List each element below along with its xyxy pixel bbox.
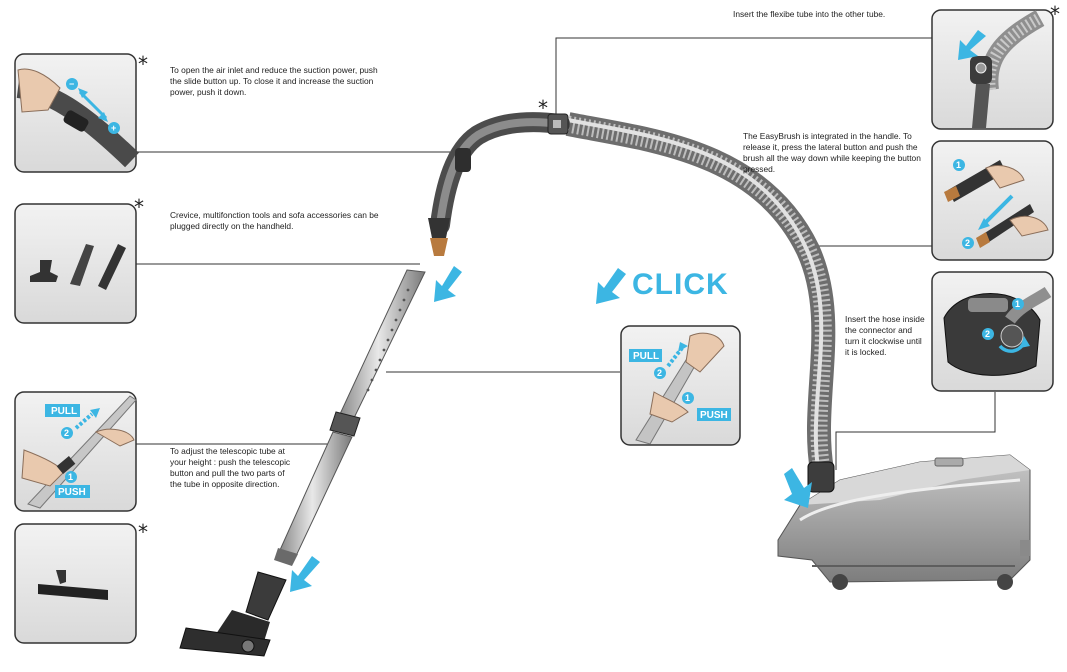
arrow-hose-insert	[784, 468, 812, 508]
note-slide-button: To open the air inlet and reduce the suc…	[170, 65, 378, 97]
panel-flexible-tube	[931, 9, 1054, 130]
arrow-nozzle-insert	[290, 556, 320, 592]
panel-telescopic: PULL 2 1 PUSH	[14, 391, 137, 512]
crevice-tool	[98, 244, 126, 290]
multifunction-tool	[70, 244, 94, 286]
connector-lines	[136, 37, 996, 470]
asterisk-handle: *	[538, 96, 548, 120]
asterisk-accessories: *	[134, 195, 144, 219]
asterisk-slide: *	[138, 52, 148, 76]
panel-slide-button: − +	[14, 53, 139, 173]
arrow-click	[596, 268, 626, 304]
note-hose: Insert the hose inside the connector and…	[845, 314, 925, 357]
note-accessories: Crevice, multifonction tools and sofa ac…	[170, 210, 379, 231]
hose-step-1: 1	[1015, 299, 1020, 309]
panel-click: PULL 2 1 PUSH	[620, 325, 741, 446]
svg-text:−: −	[69, 79, 74, 89]
easybrush-step-2: 2	[965, 238, 970, 248]
flexible-hose	[565, 112, 836, 473]
click-tag-push: PUSH	[700, 410, 728, 421]
hose-step-2: 2	[985, 329, 990, 339]
tag-push: PUSH	[58, 487, 86, 498]
telescopic-tube	[274, 269, 426, 566]
note-easybrush: The EasyBrush is integrated in the handl…	[743, 131, 921, 174]
note-flexible-tube: Insert the flexibe tube into the other t…	[733, 9, 886, 19]
floor-nozzle	[179, 571, 287, 657]
panel-easybrush: 1 2	[931, 140, 1054, 261]
handle	[428, 112, 570, 256]
click-label: CLICK	[632, 268, 729, 301]
panel-nozzle	[14, 523, 137, 644]
arrow-tube-insert	[434, 266, 462, 302]
note-telescopic: To adjust the telescopic tube at your he…	[170, 446, 291, 489]
direction-arrows	[290, 266, 812, 592]
step-1: 1	[68, 472, 73, 482]
panel-hose-connector: 1 2	[931, 271, 1054, 392]
asterisk-nozzle: *	[138, 520, 148, 544]
click-tag-pull: PULL	[633, 351, 659, 362]
step-2: 2	[64, 428, 69, 438]
panel-accessories	[14, 203, 137, 324]
tag-pull: PULL	[51, 406, 77, 417]
click-step-1: 1	[685, 393, 690, 403]
asterisk-flexible: *	[1050, 2, 1060, 26]
svg-text:+: +	[111, 123, 116, 133]
sofa-tool	[30, 260, 58, 282]
vacuum-body	[777, 454, 1031, 590]
click-step-2: 2	[657, 368, 662, 378]
easybrush-step-1: 1	[956, 160, 961, 170]
